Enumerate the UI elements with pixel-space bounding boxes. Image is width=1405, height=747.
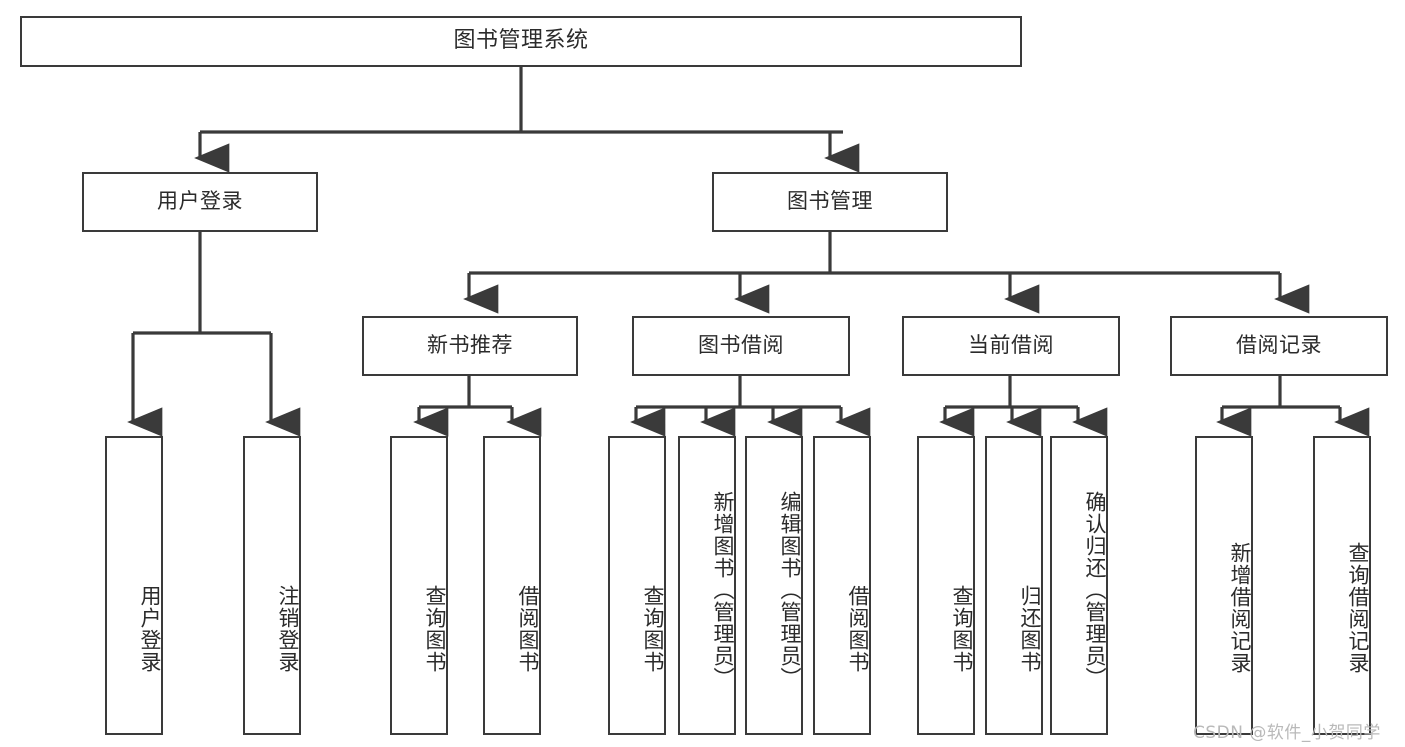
watermark: CSDN @软件_小贺同学 xyxy=(1193,723,1381,743)
leaf-query-book-3[interactable]: 查询图书 xyxy=(917,436,975,735)
leaf-logout[interactable]: 注销登录 xyxy=(243,436,301,735)
node-user-login-label: 用户登录 xyxy=(157,189,243,214)
leaf-query-borrow-record[interactable]: 查询借阅记录 xyxy=(1313,436,1371,735)
node-borrow-records-label: 借阅记录 xyxy=(1236,333,1322,358)
leaf-borrow-book-2-label: 借阅图书 xyxy=(846,584,870,673)
node-root[interactable]: 图书管理系统 xyxy=(20,16,1022,67)
leaf-add-book-admin[interactable]: 新增图书（管理员） xyxy=(678,436,736,735)
leaf-return-book[interactable]: 归还图书 xyxy=(985,436,1043,735)
leaf-query-borrow-record-label: 查询借阅记录 xyxy=(1346,541,1370,674)
leaf-query-book-3-label: 查询图书 xyxy=(950,584,974,673)
leaf-add-borrow-record[interactable]: 新增借阅记录 xyxy=(1195,436,1253,735)
node-current-borrow-label: 当前借阅 xyxy=(968,333,1054,358)
node-root-label: 图书管理系统 xyxy=(453,28,589,54)
leaf-confirm-return-admin[interactable]: 确认归还（管理员） xyxy=(1050,436,1108,735)
leaf-edit-book-admin-label: 编辑图书（管理员） xyxy=(778,490,802,689)
leaf-query-book-2[interactable]: 查询图书 xyxy=(608,436,666,735)
leaf-query-book-2-label: 查询图书 xyxy=(641,584,665,673)
node-user-login[interactable]: 用户登录 xyxy=(82,172,318,232)
leaf-query-book-1-label: 查询图书 xyxy=(423,584,447,673)
leaf-return-book-label: 归还图书 xyxy=(1018,584,1042,673)
node-book-management-label: 图书管理 xyxy=(787,189,873,214)
node-current-borrow[interactable]: 当前借阅 xyxy=(902,316,1120,376)
node-book-borrow[interactable]: 图书借阅 xyxy=(632,316,850,376)
leaf-query-book-1[interactable]: 查询图书 xyxy=(390,436,448,735)
leaf-borrow-book-1[interactable]: 借阅图书 xyxy=(483,436,541,735)
leaf-confirm-return-admin-label: 确认归还（管理员） xyxy=(1083,490,1107,689)
leaf-borrow-book-2[interactable]: 借阅图书 xyxy=(813,436,871,735)
node-book-borrow-label: 图书借阅 xyxy=(698,333,784,358)
leaf-borrow-book-1-label: 借阅图书 xyxy=(516,584,540,673)
leaf-add-book-admin-label: 新增图书（管理员） xyxy=(711,490,735,689)
node-borrow-records[interactable]: 借阅记录 xyxy=(1170,316,1388,376)
leaf-user-login-label: 用户登录 xyxy=(138,584,162,673)
leaf-user-login[interactable]: 用户登录 xyxy=(105,436,163,735)
node-new-book-recommend[interactable]: 新书推荐 xyxy=(362,316,578,376)
node-book-management[interactable]: 图书管理 xyxy=(712,172,948,232)
node-new-book-recommend-label: 新书推荐 xyxy=(427,333,513,358)
leaf-logout-label: 注销登录 xyxy=(276,584,300,673)
leaf-add-borrow-record-label: 新增借阅记录 xyxy=(1228,541,1252,674)
leaf-edit-book-admin[interactable]: 编辑图书（管理员） xyxy=(745,436,803,735)
